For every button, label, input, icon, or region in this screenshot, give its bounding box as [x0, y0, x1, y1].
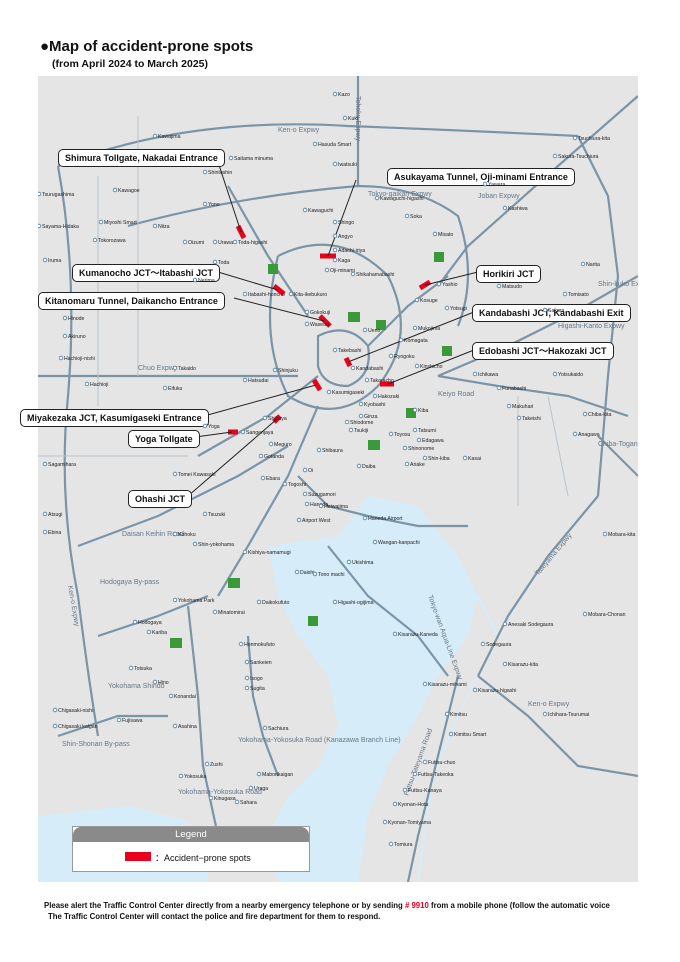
ken-o-east	[577, 135, 620, 497]
kanagawa-route	[217, 405, 320, 597]
callout-kitanomaru: Kitanomaru Tunnel, Daikancho Entrance	[38, 292, 225, 310]
callout-asukayama: Asukayama Tunnel, Oji-minami Entrance	[387, 168, 575, 186]
route-lines	[38, 76, 638, 882]
route-5-ikebukuro	[227, 185, 309, 317]
shin-shonan	[57, 714, 168, 738]
footer-note: Please alert the Traffic Control Center …	[44, 900, 674, 922]
ken-o-expwy-west	[56, 165, 100, 737]
leader-horikiri	[424, 271, 479, 286]
badge-b	[308, 616, 318, 626]
aqua-line	[327, 545, 449, 677]
inner-loop	[316, 329, 370, 388]
badge-c2	[348, 312, 360, 322]
leader-kandabashi	[347, 311, 475, 363]
callout-kumanocho: Kumanocho JCT～Itabashi JCT	[72, 264, 221, 282]
callout-yoga: Yoga Tollgate	[128, 430, 200, 448]
callout-shimura: Shimura Tollgate, Nakadai Entrance	[58, 149, 225, 167]
ken-o-south	[477, 675, 638, 778]
local-lines	[38, 116, 569, 506]
badge-k3	[170, 638, 182, 648]
higashi-kanto	[437, 275, 638, 378]
bay-east-shore	[417, 595, 500, 882]
footer-number: # 9910	[404, 901, 429, 910]
chiba-togane	[597, 435, 638, 477]
kanazawa-branch	[246, 635, 280, 777]
tokyo-bay	[268, 496, 478, 882]
footer-text-a: Please alert the Traffic Control Center …	[44, 901, 403, 910]
footer-line-2: The Traffic Control Center will contact …	[48, 912, 381, 921]
badge-1	[376, 320, 386, 330]
local-e	[547, 395, 569, 497]
badge-9	[406, 408, 416, 418]
badge-k1	[228, 578, 240, 588]
spot-miyakezaka	[311, 378, 323, 392]
callout-edobashi: Edobashi JCT～Hakozaki JCT	[472, 342, 614, 360]
callout-horikiri: Horikiri JCT	[476, 265, 542, 283]
yokohama-yokosuka	[186, 605, 220, 837]
callout-kandabashi: Kandabashi JCT, Kandabashi Exit	[472, 304, 631, 322]
spot-kumanocho	[272, 284, 286, 296]
route-badges	[170, 252, 452, 648]
footer-text-b: from a mobile phone (follow the automati…	[430, 901, 610, 910]
tokyo-gaikan	[127, 184, 470, 327]
tateyama-expwy	[477, 495, 599, 677]
badge-7	[442, 346, 452, 356]
bayshore-route	[297, 475, 468, 528]
badge-6	[434, 252, 444, 262]
leader-kitanomaru	[233, 297, 325, 322]
legend-box: Legend ：Accident−prone spots	[72, 826, 310, 872]
legend-swatch	[125, 852, 151, 861]
callout-ohashi: Ohashi JCT	[128, 490, 193, 508]
leader-shimura	[217, 161, 242, 233]
badge-11	[368, 440, 380, 450]
page-subtitle: (from April 2024 to March 2025)	[52, 58, 208, 70]
leader-kumanocho	[217, 271, 279, 291]
callout-miyakezaka: Miyakezaka JCT, Kasumigaseki Entrance	[20, 409, 209, 427]
keiyo-road	[437, 374, 629, 418]
c2-loop	[268, 243, 402, 410]
route-6	[367, 275, 449, 347]
hodogaya-bypass	[97, 594, 209, 638]
badge-5	[268, 264, 278, 274]
spot-kitanomaru	[318, 314, 332, 328]
leader-edobashi	[387, 349, 475, 385]
route-map[interactable]	[38, 76, 638, 882]
leader-asukayama	[327, 179, 357, 257]
legend-item-label: ：Accident−prone spots	[155, 853, 251, 863]
page-title: ●Map of accident-prone spots	[40, 38, 254, 55]
footer-line-1: Please alert the Traffic Control Center …	[44, 900, 674, 911]
legend-title: Legend	[73, 827, 309, 842]
tomei	[77, 445, 289, 548]
leader-ohashi	[187, 418, 278, 497]
leader-miyakezaka	[203, 384, 317, 417]
joban-expwy	[437, 95, 638, 287]
